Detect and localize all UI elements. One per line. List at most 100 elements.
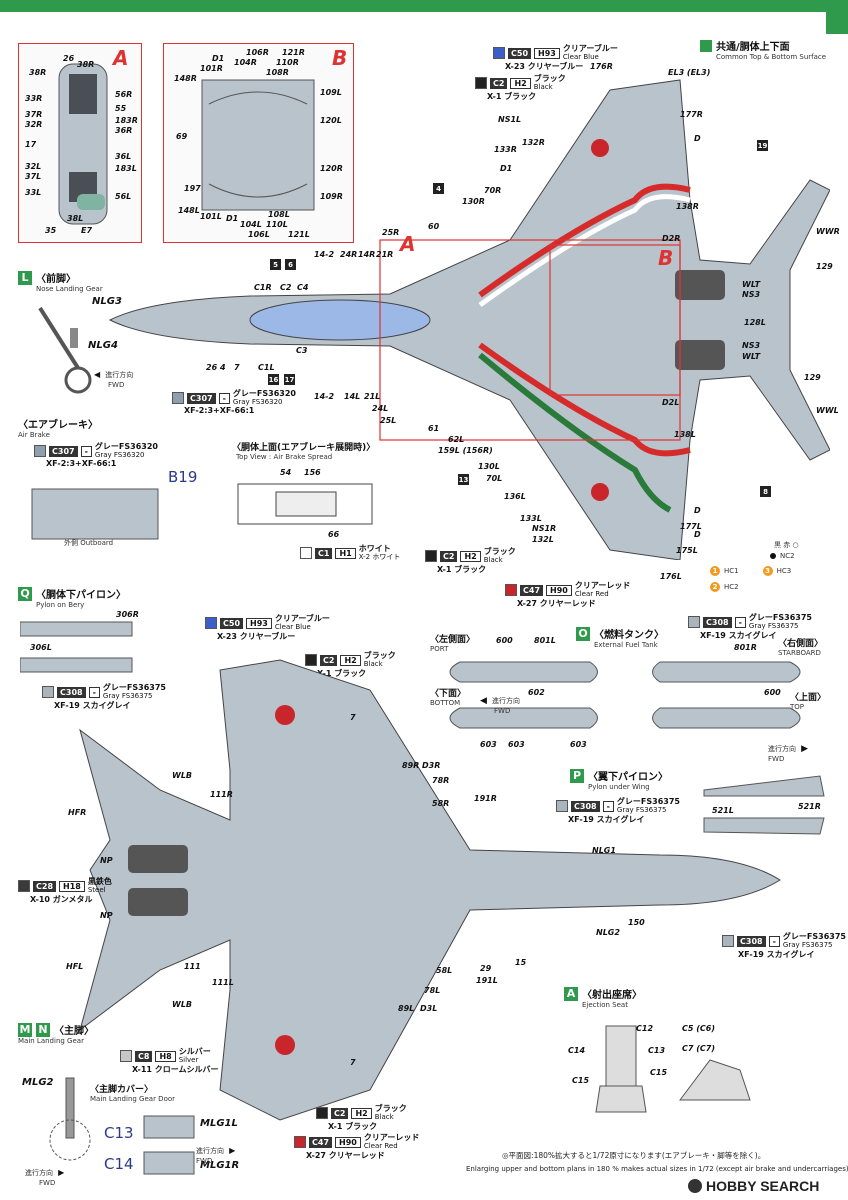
badge-16: 16 (268, 374, 279, 385)
header-bar-corner (826, 0, 848, 34)
airbrake-drawing (31, 488, 159, 540)
fwd-indicator-tank-top: 進行方向 ▶ FWD (768, 744, 809, 763)
fwd-arrow-icon: ▶ (229, 1146, 236, 1155)
footer-note-en: Enlarging upper and bottom plans in 180 … (466, 1165, 848, 1173)
color-swatch (556, 800, 568, 812)
badge-8: 8 (760, 486, 771, 497)
color-swatch (172, 392, 184, 404)
badge-13: 13 (458, 474, 469, 485)
section-ejection-seat: A〈射出座席〉 Ejection Seat (564, 986, 642, 1009)
color-swatch (505, 584, 517, 596)
color-swatch (120, 1050, 132, 1062)
color-swatch (425, 550, 437, 562)
footer-note-jp: ◎平面図:180%拡大すると1/72原寸になります(エアブレーキ・脚等を除く)。 (502, 1151, 766, 1160)
section-main-gear-door: 〈主脚カバー〉 Main Landing Gear Door (90, 1085, 176, 1103)
circle-2-icon: 2 (710, 582, 720, 592)
cockpit-inset-drawing (58, 63, 108, 225)
main-gear-drawing (49, 1077, 91, 1161)
ejection-seat-side-drawing (679, 1059, 751, 1101)
section-pylon-wing: P〈翼下パイロン〉 Pylon under Wing (570, 768, 668, 791)
fwd-indicator-tank-bottom: ◀ 進行方向 FWD (480, 696, 521, 715)
color-swatch (475, 77, 487, 89)
color-swatch (42, 686, 54, 698)
callout-b-letter: B (658, 246, 674, 270)
color-swatch (294, 1136, 306, 1148)
section-fuel-tank: O〈燃料タンク〉 External Fuel Tank (576, 626, 664, 649)
header-title: 共通/胴体上下面 Common Top & Bottom Surface (700, 38, 826, 61)
fwd-indicator-door: 進行方向 ▶ FWD (196, 1146, 236, 1165)
gear-door-drawing (143, 1115, 195, 1175)
fwd-arrow-icon: ▶ (58, 1168, 65, 1177)
fwd-arrow-icon: ◀ (480, 696, 487, 706)
badge-6: 6 (285, 259, 296, 270)
section-top-view-airbrake: 〈胴体上面(エアブレーキ展開時)〉 Top View : Air Brake S… (232, 443, 376, 461)
dot-icon (770, 553, 776, 559)
color-swatch (205, 617, 217, 629)
color-swatch (300, 547, 312, 559)
nose-gear-drawing (38, 306, 92, 394)
section-nose-gear: L〈前脚〉 Nose Landing Gear (18, 270, 103, 293)
badge-4: 4 (433, 183, 444, 194)
pylon-wing-drawing (703, 775, 825, 835)
tank-port-heading: 〈左側面〉 PORT (430, 635, 476, 653)
color-swatch (722, 935, 734, 947)
badge-17: 17 (284, 374, 295, 385)
tank-starboard-heading: 〈右側面〉 STARBOARD (778, 639, 824, 657)
airbrake-code: B19 (168, 468, 198, 486)
color-swatch (316, 1107, 328, 1119)
inset-frame-b: B D1 106R 104R 121R 110R 101R 108R 148R … (163, 43, 354, 243)
color-swatch (34, 445, 46, 457)
fwd-arrow-icon: ▶ (801, 744, 809, 754)
fwd-indicator-main-gear: 進行方向 ▶ FWD (25, 1168, 65, 1187)
color-swatch (493, 47, 505, 59)
color-swatch (18, 880, 30, 892)
decal-legend: 黒 赤 ○ NC2 1 HC1 3 HC3 2 HC2 (710, 540, 799, 592)
upper-plan-drawing (108, 79, 830, 560)
tank-top-heading: 〈上面〉 TOP (790, 693, 827, 711)
title-square-icon (700, 39, 712, 52)
top-view-airbrake-drawing (237, 483, 373, 525)
fuselage-inset-drawing (201, 79, 315, 211)
color-swatch (688, 616, 700, 628)
section-air-brake: 〈エアブレーキ〉 Air Brake (18, 420, 98, 439)
section-pylon-bery: Q〈胴体下パイロン〉 Pylon on Bery (18, 586, 126, 609)
fwd-arrow-icon: ◀ (94, 370, 101, 379)
door-code-c14: C14 (104, 1155, 134, 1173)
color-swatch (305, 654, 317, 666)
fwd-indicator-nose: ◀ 進行方向 FWD (94, 370, 134, 389)
frame-b-letter: B (332, 46, 348, 70)
watermark: HOBBY SEARCH (688, 1178, 819, 1194)
inset-frame-a: A 26 38R 38R 33R 37R 32R 17 32L 37L 33L … (18, 43, 142, 243)
badge-19: 19 (757, 140, 768, 151)
callout-a-letter: A (400, 232, 416, 256)
ejection-seat-drawing (595, 1025, 647, 1113)
pylon-bery-drawing (20, 621, 133, 673)
circle-3-icon: 3 (762, 566, 773, 576)
door-code-c13: C13 (104, 1124, 134, 1142)
header-bar (0, 0, 848, 12)
circle-1-icon: 1 (710, 566, 720, 576)
tank-bottom-heading: 〈下面〉 BOTTOM (430, 689, 467, 707)
logo-icon (688, 1179, 702, 1193)
fuel-tank-drawing (449, 661, 801, 729)
badge-5: 5 (270, 259, 281, 270)
section-main-gear: M N 〈主脚〉 Main Landing Gear (18, 1022, 94, 1045)
lower-plan-drawing (79, 659, 781, 1121)
